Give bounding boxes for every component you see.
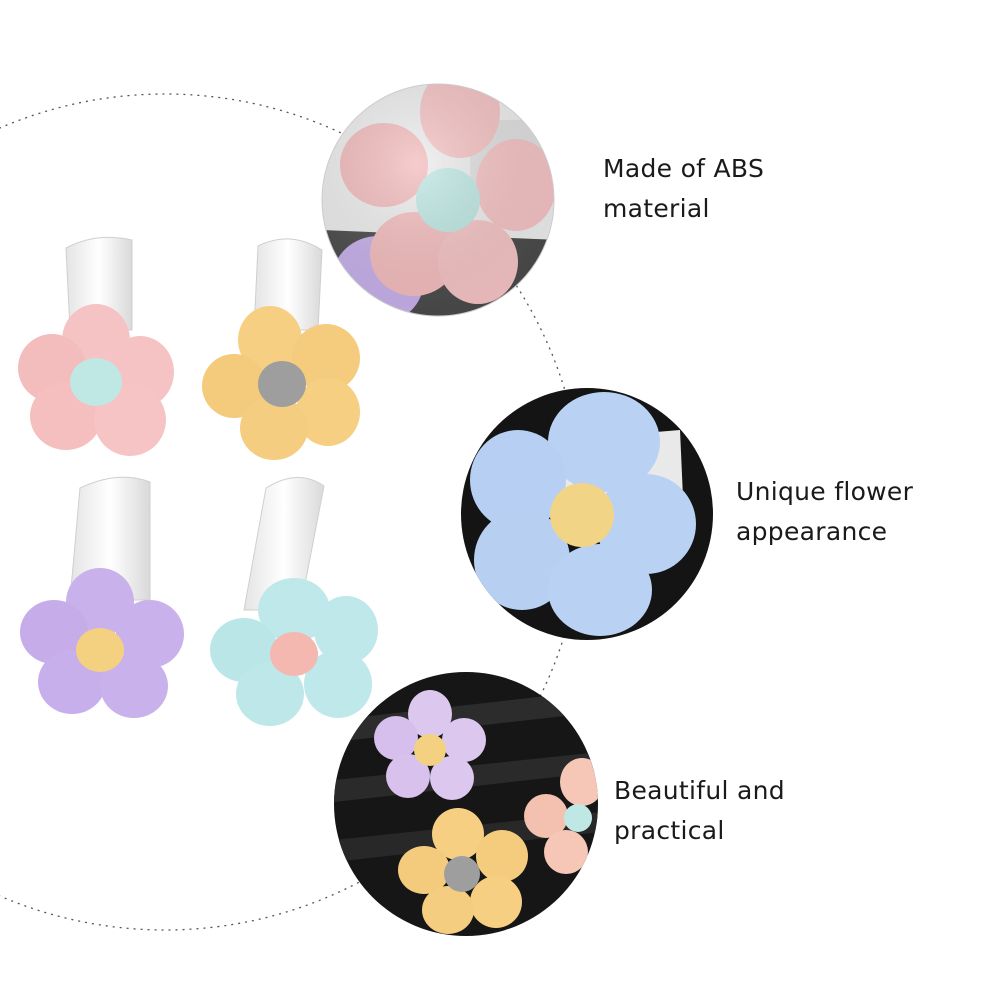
yellow-flower-clip: [202, 238, 360, 460]
feature-appearance-text: Unique flower appearance: [736, 472, 913, 552]
flower-appearance-circle: [461, 388, 713, 640]
mint-flower: [210, 578, 378, 726]
feature-practical-line1: Beautiful and: [614, 776, 785, 805]
pink-flower: [18, 304, 174, 456]
purple-flower: [20, 568, 184, 718]
feature-appearance-line1: Unique flower: [736, 477, 914, 506]
car-vent-circle: [334, 672, 598, 936]
yellow-flower: [202, 306, 360, 460]
feature-material-line2: material: [603, 194, 710, 223]
material-closeup-circle: [321, 83, 555, 317]
feature-appearance-line2: appearance: [736, 517, 888, 546]
feature-material-text: Made of ABS material: [603, 149, 764, 229]
feature-practical-text: Beautiful and practical: [614, 771, 785, 851]
purple-flower-clip: [20, 476, 184, 718]
feature-material-line1: Made of ABS: [603, 154, 765, 183]
feature-practical-line2: practical: [614, 816, 725, 845]
mint-flower-clip: [210, 477, 378, 726]
pink-flower-clip: [18, 236, 174, 456]
